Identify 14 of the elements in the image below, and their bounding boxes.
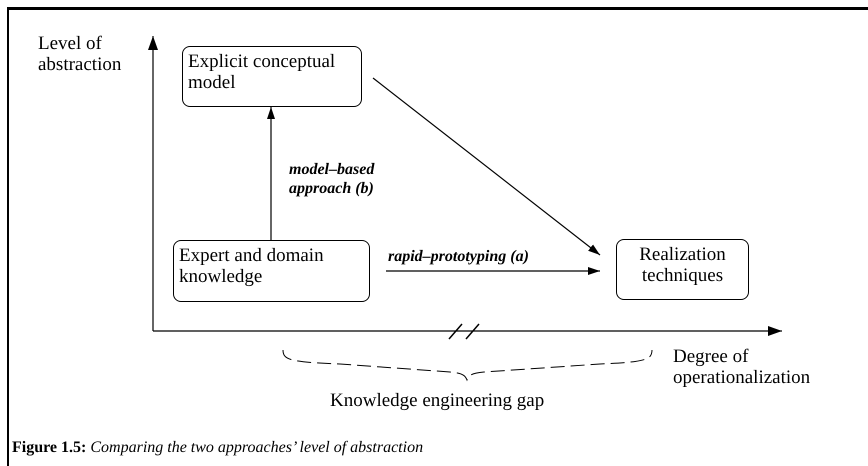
arrow [267,107,275,240]
brace-label: Knowledge engineering gap [330,390,544,411]
box-text: Realization techniques [639,244,726,286]
axis-label: Degree of operationalization [673,346,812,388]
arrow [372,78,600,256]
rounded-box [616,239,749,300]
edge-label: rapid–prototyping (a) [388,247,529,266]
arrow [386,267,600,275]
rounded-box [173,240,370,302]
figure-caption: Figure 1.5: Comparing the two approaches’ level of abstraction [12,439,424,457]
box-text: Explicit conceptual model [188,51,336,93]
box-text: Expert and domain knowledge [179,245,324,287]
rounded-box [182,46,362,107]
axis-label: Level of abstraction [38,33,122,75]
